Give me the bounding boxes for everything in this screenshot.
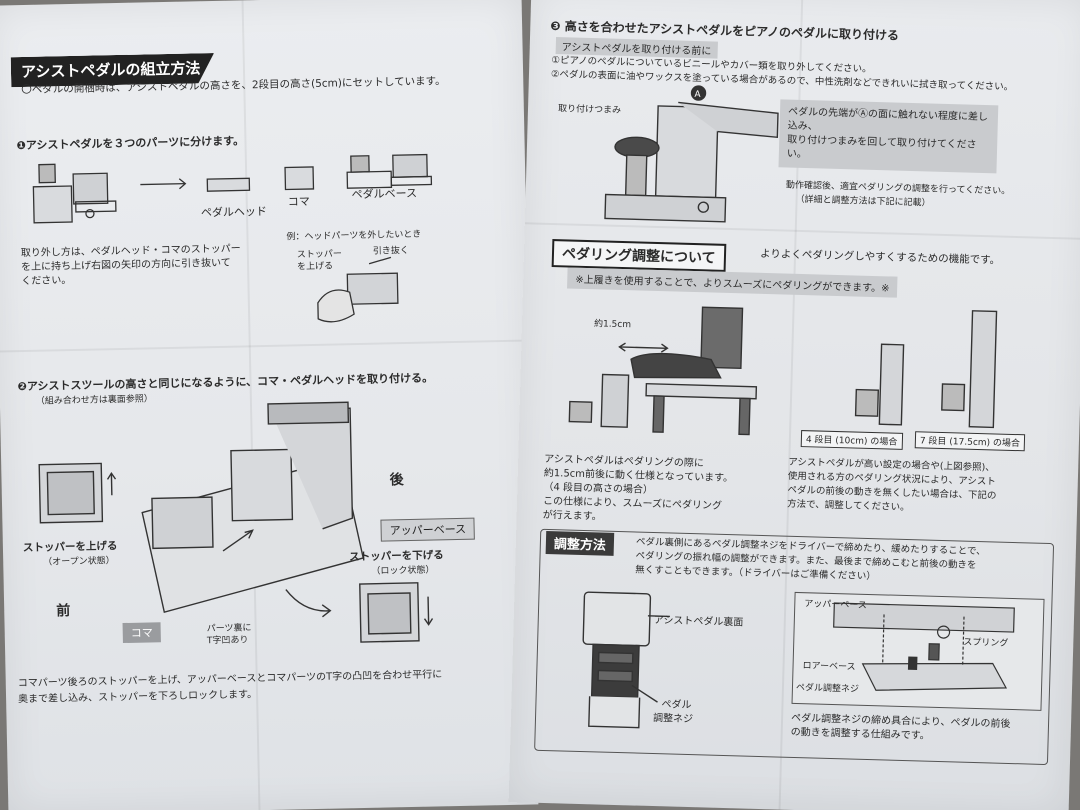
open-state-label: （オープン状態）	[43, 556, 115, 568]
front-label: 前	[56, 603, 71, 620]
right-page: ❸ 高さを合わせたアシストペダルをピアノのペダルに取り付ける アシストペダルを取…	[508, 0, 1080, 810]
pedal-back-illustration	[582, 591, 670, 729]
assembly-illustration	[38, 401, 434, 643]
pedaling-tagline: よりよくペダリングしやすくするための機能です。	[759, 247, 1001, 267]
mechanism-illustration	[833, 602, 1015, 691]
check-line-2: （詳細と調整方法は下記に記載）	[795, 194, 931, 209]
step7-label: 7 段目 (17.5cm) の場合	[914, 431, 1026, 452]
left-desc-5: が行えます。	[542, 509, 602, 523]
lower-base-label: ロアーベース	[802, 661, 856, 673]
right-desc-4: 方法で、調整してください。	[786, 498, 910, 514]
upper-base-small: アッパーベース	[804, 599, 867, 611]
removal-line-2: を上に持ち上げ右図の矢印の方向に引き抜いて	[20, 257, 231, 274]
removal-line-3: ください。	[21, 275, 72, 288]
back-label: 後	[389, 472, 404, 489]
upper-base-tag: アッパーベース	[380, 517, 476, 542]
t-groove-1: パーツ裏に	[206, 623, 252, 635]
part-pedal-base: ペダルベース	[351, 186, 418, 202]
pull-out-label: 引き抜く	[372, 245, 409, 257]
left-page: アシストペダルの組立方法 〇ペダルの開梱時は、アシストペダルの高さを、2段目の高…	[0, 0, 539, 810]
attach-illustration: A	[604, 85, 779, 223]
instruction-box: ペダルの先端がⒶの面に触れない程度に差し込み、 取り付けつまみを回して取り付けて…	[778, 99, 999, 174]
pedaling-illustration	[568, 306, 998, 436]
step2-footer-2: 奥まで差し込み、ストッパーを下ろしロックします。	[18, 689, 258, 706]
pedal-back-label: アシストペダル裏面	[653, 615, 744, 629]
part-koma: コマ	[287, 195, 310, 209]
spring-label: スプリング	[963, 637, 1009, 649]
lock-state-label: （ロック状態）	[371, 565, 435, 577]
parts-illustration	[32, 153, 433, 224]
screw-label-1: ペダル	[661, 699, 692, 712]
screw-label-2: 調整ネジ	[652, 713, 694, 726]
stopper-lower-label: ストッパーを下げる	[349, 549, 444, 564]
marker-a: A	[694, 90, 701, 100]
step2-heading: ❷アシストスツールの高さと同じになるように、コマ・ペダルヘッドを取り付ける。	[17, 371, 434, 394]
instruction-line-2: 取り付けつまみを回して取り付けてください。	[786, 134, 977, 161]
adjust-heading: 調整方法	[545, 530, 615, 556]
step4-label: 4 段目 (10cm) の場合	[800, 430, 903, 450]
fold-line	[0, 339, 529, 353]
screw-small-label: ペダル調整ネジ	[795, 683, 860, 695]
koma-tag: コマ	[122, 622, 161, 644]
stopper-raise-label: ストッパーを上げる	[22, 540, 118, 555]
t-groove-2: T字凹あり	[206, 635, 249, 647]
stopper-up-1: ストッパー	[296, 249, 342, 261]
part-pedal-head: ペダルヘッド	[200, 204, 268, 220]
hand-illustration	[317, 256, 399, 323]
